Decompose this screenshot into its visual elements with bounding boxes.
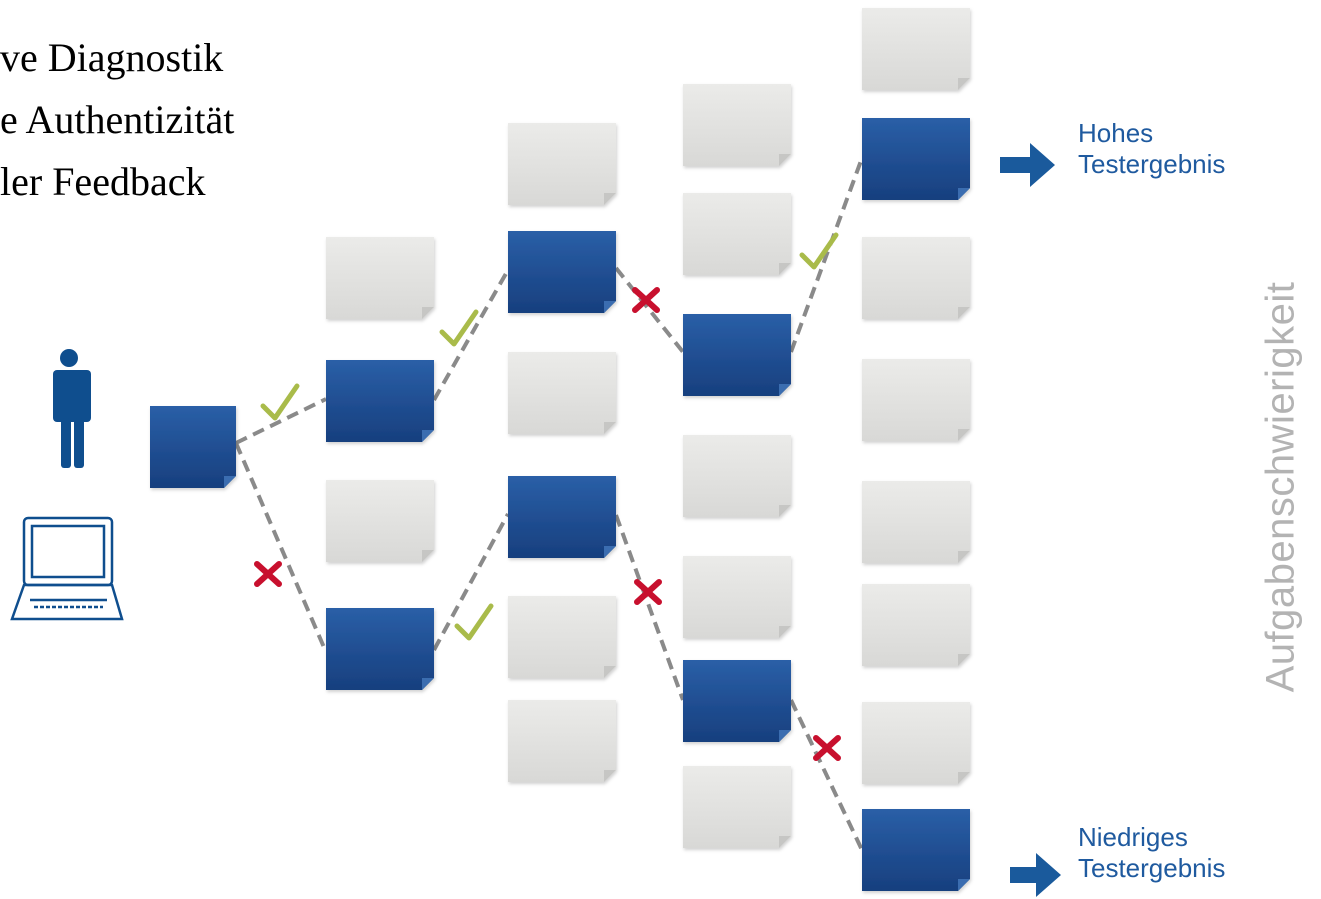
bullet-list: ve Diagnostik e Authentizität ler Feedba… (0, 28, 234, 222)
cross-icon (813, 735, 841, 761)
task-card-blue (508, 476, 616, 558)
result-low: Niedriges Testergebnis (1078, 822, 1225, 884)
cross-icon (632, 287, 660, 313)
task-card-grey (508, 596, 616, 678)
task-card-blue (150, 406, 236, 488)
arrow-right-icon (1000, 143, 1055, 187)
path-segment (789, 157, 864, 353)
task-card-grey (326, 480, 434, 562)
task-card-grey (683, 556, 791, 638)
laptop-icon (10, 516, 124, 621)
task-card-grey (862, 237, 970, 319)
result-low-line2: Testergebnis (1078, 853, 1226, 883)
path-lines (234, 157, 864, 851)
path-segment (432, 513, 510, 651)
check-icon (260, 383, 300, 421)
person-icon (53, 349, 91, 468)
path-segment (614, 514, 685, 701)
bullet-item-3: ler Feedback (0, 159, 206, 204)
result-high: Hohes Testergebnis (1078, 118, 1225, 180)
result-high-line1: Hohes (1078, 118, 1154, 148)
task-card-blue (683, 314, 791, 396)
task-card-grey (508, 700, 616, 782)
path-segment (789, 699, 864, 851)
task-card-grey (683, 84, 791, 166)
task-card-grey (683, 193, 791, 275)
path-segment (235, 397, 327, 445)
task-card-blue (862, 118, 970, 200)
task-card-grey (683, 766, 791, 848)
task-card-grey (683, 435, 791, 517)
task-card-grey (862, 8, 970, 90)
task-card-blue (683, 660, 791, 742)
task-cards (150, 8, 970, 891)
check-icon (454, 603, 494, 641)
task-card-grey (326, 237, 434, 319)
check-icon (799, 232, 839, 270)
task-card-grey (862, 481, 970, 563)
task-card-blue (326, 360, 434, 442)
task-card-blue (508, 231, 616, 313)
check-icon (439, 309, 479, 347)
cross-icon (254, 561, 282, 587)
difficulty-axis-label: Aufgabenschwierigkeit (1258, 281, 1303, 693)
cross-icon (634, 579, 662, 605)
result-high-line2: Testergebnis (1078, 149, 1226, 179)
path-marks (254, 232, 841, 761)
path-segment (614, 266, 685, 354)
path-segment (234, 442, 328, 653)
arrow-right-icon (1010, 853, 1061, 897)
task-card-grey (508, 123, 616, 205)
bullet-item-1: ve Diagnostik (0, 35, 224, 80)
task-card-grey (862, 702, 970, 784)
task-card-blue (326, 608, 434, 690)
bullet-item-2: e Authentizität (0, 97, 235, 142)
task-card-grey (508, 352, 616, 434)
path-segment (432, 269, 510, 401)
result-low-line1: Niedriges (1078, 822, 1188, 852)
task-card-grey (862, 359, 970, 441)
task-card-grey (862, 584, 970, 666)
task-card-blue (862, 809, 970, 891)
